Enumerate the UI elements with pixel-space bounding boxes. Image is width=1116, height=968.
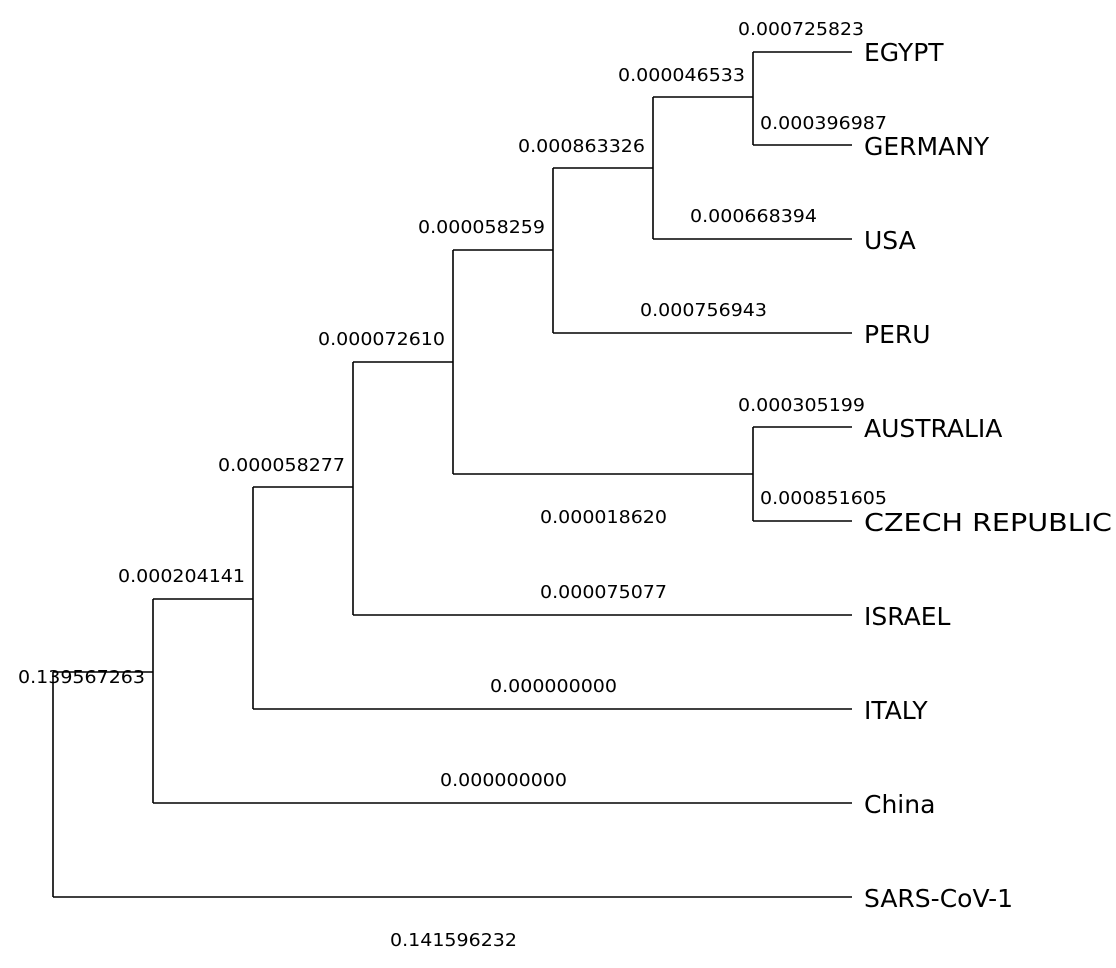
branch-length-egypt-germany-usa-clade: 0.000863326 (518, 136, 645, 157)
taxon-label-usa: USA (864, 226, 916, 255)
branch-length-usa: 0.000668394 (690, 206, 817, 227)
branch-length-israel: 0.000075077 (540, 582, 667, 603)
taxon-label-germany: GERMANY (864, 132, 990, 161)
taxon-label-israel: ISRAEL (864, 602, 950, 631)
branch-length-germany: 0.000396987 (760, 113, 887, 134)
branch-length-italy: 0.000000000 (490, 676, 617, 697)
taxon-label-italy: ITALY (864, 696, 928, 725)
taxon-label-czech-republic: CZECH REPUBLIC (864, 508, 1112, 537)
branch-length-egypt-germany-clade: 0.000046533 (618, 65, 745, 86)
branch-length-egypt-to-czech-clade: 0.000072610 (318, 329, 445, 350)
taxon-label-australia: AUSTRALIA (864, 414, 1002, 443)
taxon-label-peru: PERU (864, 320, 931, 349)
branch-length-australia-czech-clade: 0.000018620 (540, 507, 667, 528)
taxon-label-china: China (864, 790, 935, 819)
branch-length-egypt-to-italy-clade: 0.000204141 (118, 566, 245, 587)
branch-length-sarscov1: 0.141596232 (390, 930, 517, 951)
branch-length-egypt-to-israel-clade: 0.000058277 (218, 455, 345, 476)
taxon-label-sarscov1: SARS-CoV-1 (864, 884, 1013, 913)
branch-length-australia: 0.000305199 (738, 395, 865, 416)
branch-length-sarscov2-clade: 0.139567263 (18, 667, 145, 688)
branch-length-czech-republic: 0.000851605 (760, 488, 887, 509)
taxon-label-egypt: EGYPT (864, 38, 944, 67)
branch-length-egypt: 0.000725823 (738, 19, 864, 40)
branch-length-peru: 0.000756943 (640, 300, 767, 321)
branch-length-egypt-to-peru-clade: 0.000058259 (418, 217, 545, 238)
branch-length-china: 0.000000000 (440, 770, 567, 791)
